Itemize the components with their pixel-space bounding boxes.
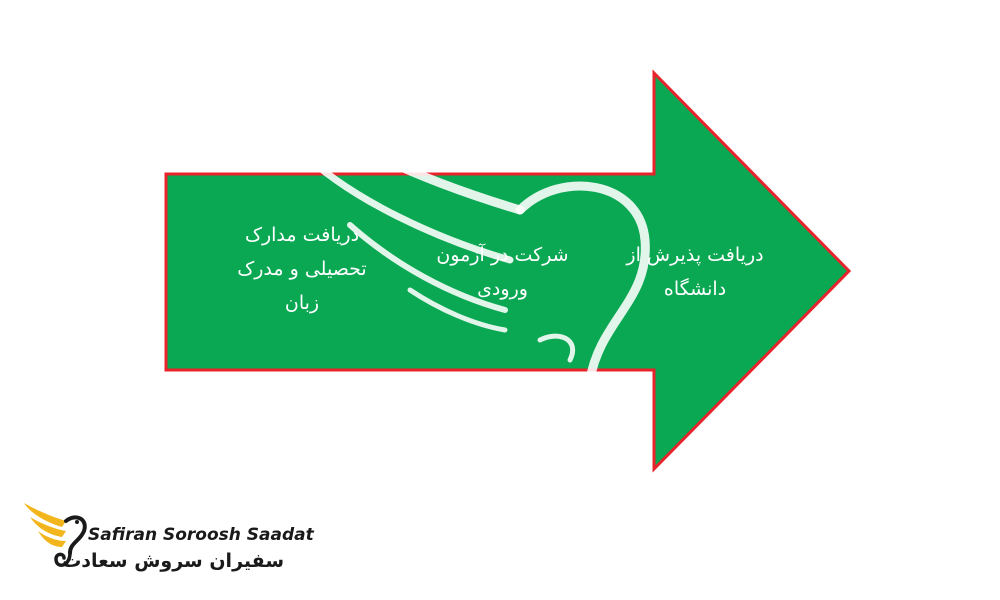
watermark-bird-icon [260, 67, 650, 456]
step-2-label: شرکت در آزمون ورودی [436, 244, 569, 300]
step-1-label: دریافت مدارک تحصیلی و مدرک زبان [237, 224, 367, 314]
brand-logo: Safiran Soroosh Saadat سفیران سروش سعادت [22, 495, 314, 585]
golden-wing-bird-icon [24, 503, 87, 567]
brand-name-en: Safiran Soroosh Saadat [88, 525, 314, 545]
step-3-label: دریافت پذیرش از دانشگاه [626, 244, 764, 300]
brand-name-fa: سفیران سروش سعادت [62, 550, 284, 572]
arrow-shape [164, 69, 852, 473]
